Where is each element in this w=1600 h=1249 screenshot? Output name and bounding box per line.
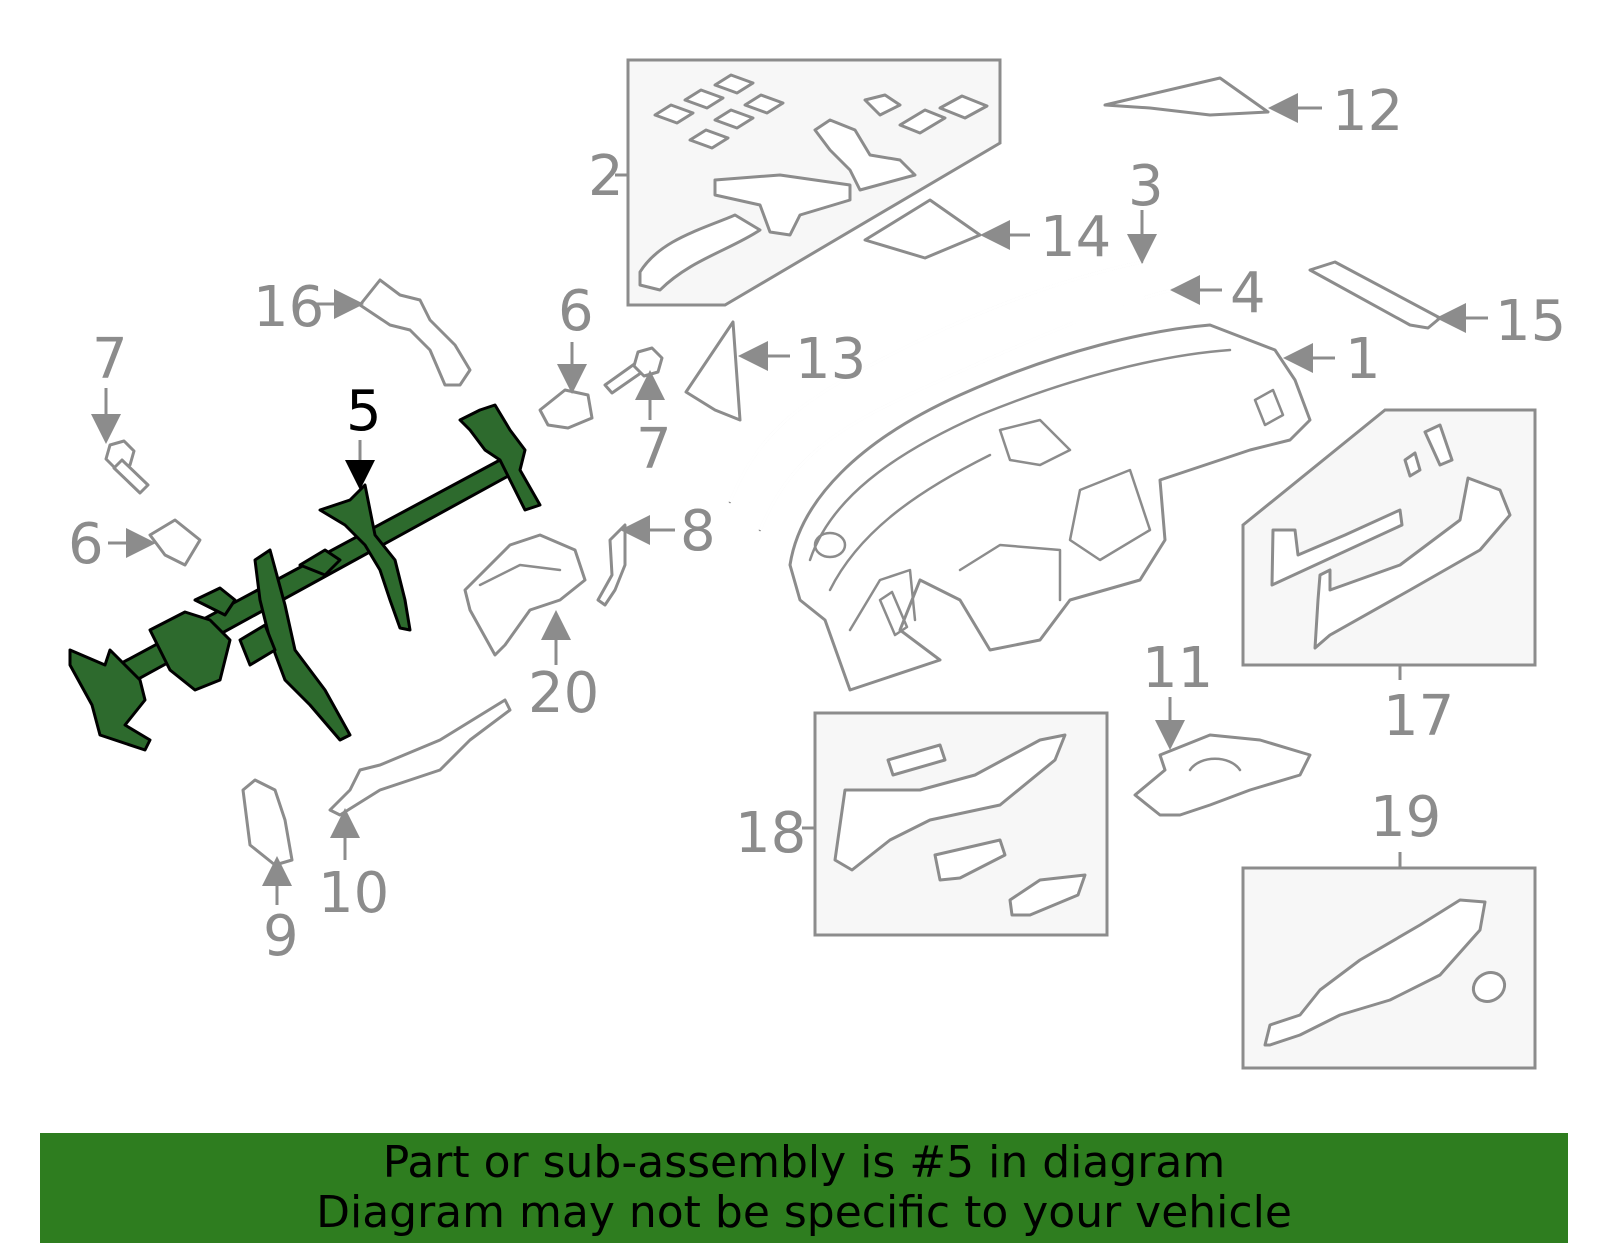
callout-8: 8 [680,499,716,564]
callout-7-top: 7 [636,417,672,482]
callout-3: 3 [1128,154,1164,219]
part-5-cross-car-beam[interactable] [68,403,542,752]
banner-line-1: Part or sub-assembly is #5 in diagram [382,1137,1226,1188]
callout-4: 4 [1230,261,1266,326]
callout-14: 14 [1040,205,1111,270]
part-7-bolt-left[interactable] [104,439,150,495]
part-12-trim-strip[interactable] [1103,76,1270,117]
part-15-trim-strip[interactable] [1308,260,1442,330]
part-6-clip-top[interactable] [538,388,594,430]
callout-11: 11 [1142,636,1213,701]
banner-line-2: Diagram may not be specific to your vehi… [316,1187,1292,1238]
part-16-bracket[interactable] [358,278,472,387]
part-2-duct-kit[interactable] [626,58,1002,307]
callout-6-top: 6 [558,279,594,344]
part-17-glove-box-kit[interactable] [1241,408,1537,667]
callout-1: 1 [1345,327,1381,392]
part-7-bolt-top[interactable] [603,346,664,395]
part-3-defroster-strip[interactable] [728,260,1144,504]
callout-16: 16 [253,275,324,340]
part-20-module[interactable] [463,533,587,657]
callout-5: 5 [346,379,382,444]
part-11-bracket[interactable] [1133,733,1312,817]
callout-2: 2 [588,144,624,209]
part-8-bracket[interactable] [596,523,627,607]
part-9-cover[interactable] [241,778,294,867]
callout-19: 19 [1370,785,1441,850]
callout-12: 12 [1332,79,1403,144]
callout-17: 17 [1383,684,1454,749]
part-6-clip-left[interactable] [148,518,202,567]
callout-18: 18 [735,801,806,866]
part-13-corner-trim[interactable] [684,320,742,422]
callout-10: 10 [318,861,389,926]
callout-7-left: 7 [92,327,128,392]
part-18-glove-box-kit[interactable] [813,711,1109,937]
part-4-defroster-strip[interactable] [758,288,1174,532]
callout-9: 9 [263,904,299,969]
info-banner: Part or sub-assembly is #5 in diagram Di… [40,1133,1568,1243]
callout-6-left: 6 [68,512,104,577]
callout-13: 13 [795,327,866,392]
part-19-glove-box-assembly[interactable] [1241,866,1537,1070]
part-1-instrument-panel[interactable] [788,323,1312,692]
callout-20: 20 [528,661,599,726]
callout-15: 15 [1495,289,1566,354]
part-10-trim-strip[interactable] [328,698,512,817]
